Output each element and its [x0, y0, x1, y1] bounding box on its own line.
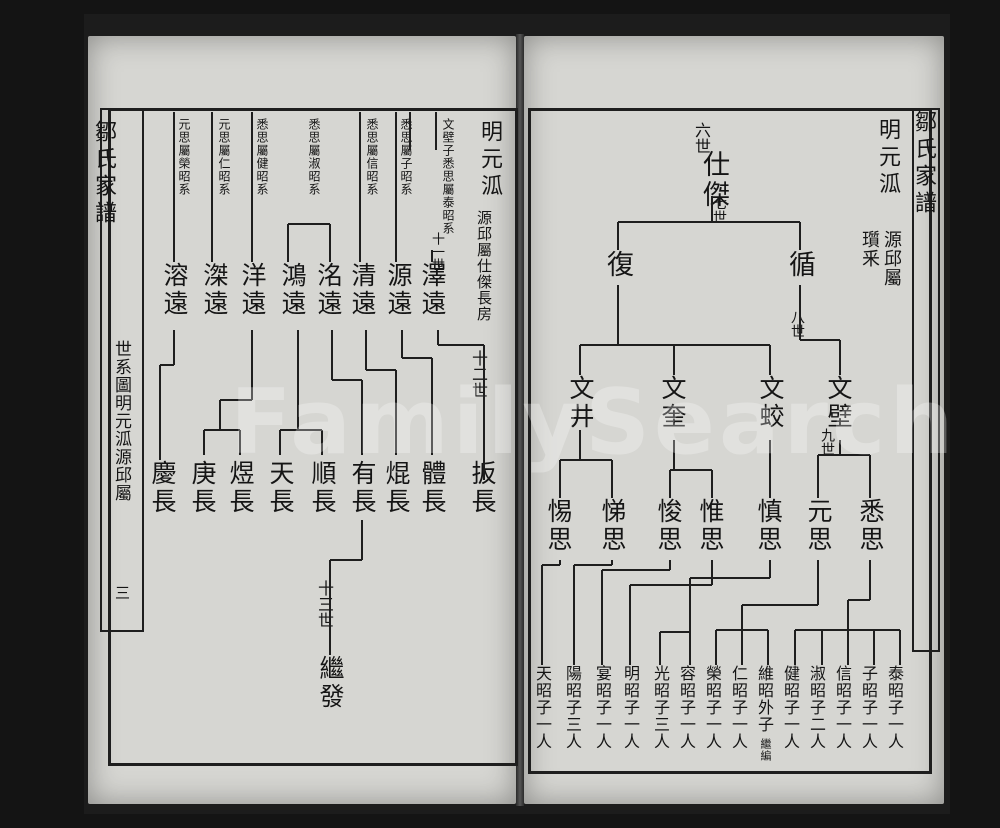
right-gen8-node-0: 文壁 [824, 375, 853, 431]
left-row2-node-0: 扳長 [468, 460, 497, 516]
left-row2-node-8: 慶長 [148, 460, 177, 516]
right-footnote: 繼編 [759, 738, 772, 762]
left-row2-node-3: 有長 [348, 460, 377, 516]
right-gen8-node-3: 文井 [566, 375, 595, 431]
left-row1-node-3: 洺遠 [314, 262, 343, 318]
left-row2-node-2: 焜長 [382, 460, 411, 516]
right-gen9-node-1: 元思 [804, 498, 833, 554]
left-row2-node-6: 煜長 [226, 460, 255, 516]
right-gen10-node-4: 健昭子一人 [781, 665, 800, 750]
right-gen10-node-12: 陽昭子三人 [563, 665, 582, 750]
right-gen8-node-2: 文奎 [658, 375, 687, 431]
left-note-4: 悉思屬健昭系 [255, 118, 269, 196]
left-row3-node-0: 繼發 [316, 655, 345, 711]
left-row2-node-4: 順長 [308, 460, 337, 516]
right-gen10-node-9: 光昭子三人 [651, 665, 670, 750]
left-spine-text: 世系圖明元泒源邱屬 [111, 340, 131, 502]
right-header-sub2: 瓆釆 [859, 230, 880, 268]
left-row1-node-2: 清遠 [348, 262, 377, 318]
right-gen10-node-3: 淑昭子二人 [807, 665, 826, 750]
right-gen10-node-11: 宴昭子一人 [593, 665, 612, 750]
left-header-sub: 源邱屬仕傑長房 [475, 210, 493, 322]
left-row1-node-0: 澤遠 [418, 262, 447, 318]
right-page-frame [528, 108, 932, 774]
right-gen-8: 八世 [789, 310, 805, 338]
left-row1-node-5: 洋遠 [238, 262, 267, 318]
right-gen8-node-1: 文蛟 [756, 375, 785, 431]
right-gen10-node-6: 仁昭子一人 [729, 665, 748, 750]
right-gen9-node-2: 慎思 [754, 498, 783, 554]
left-note-6: 元思屬榮昭系 [177, 118, 191, 196]
left-note-0: 文壁子悉思屬泰昭系 [441, 118, 455, 235]
left-row2-node-5: 天長 [266, 460, 295, 516]
right-page [524, 36, 944, 804]
right-spine-title: 鄒氏家譜 [911, 110, 936, 218]
right-gen10-node-8: 容昭子一人 [677, 665, 696, 750]
left-spine-frame [100, 108, 144, 632]
book-gutter [516, 34, 524, 806]
left-row1-node-4: 鴻遠 [278, 262, 307, 318]
left-spine-title: 鄒氏家譜 [91, 120, 116, 228]
right-header-sub: 源邱屬 [881, 230, 902, 287]
right-gen-6: 六世 [692, 122, 711, 154]
right-spine-frame [912, 108, 940, 652]
right-gen10-node-5: 維昭外子 [755, 665, 774, 733]
left-row1-node-6: 滐遠 [200, 262, 229, 318]
right-gen9-node-0: 悉思 [856, 498, 885, 554]
right-gen7-node-1: 復 [602, 250, 633, 280]
right-root-node: 仕傑 [698, 150, 729, 210]
left-row1-node-1: 源遠 [384, 262, 413, 318]
right-gen7-node-0: 循 [784, 250, 815, 280]
left-note-3: 悉思屬淑昭系 [307, 118, 321, 196]
right-gen10-node-13: 天昭子一人 [533, 665, 552, 750]
right-gen10-node-0: 泰昭子一人 [885, 665, 904, 750]
right-header-title: 明元泒 [875, 118, 900, 199]
left-row2-node-1: 體長 [418, 460, 447, 516]
left-page-frame [108, 108, 518, 766]
right-gen10-node-7: 榮昭子一人 [703, 665, 722, 750]
left-row1-node-7: 溶遠 [160, 262, 189, 318]
left-gen-13: 十三世 [315, 580, 334, 628]
watermark-familysearch: FamilySearch [230, 370, 958, 475]
left-header-title: 明元泒 [477, 120, 502, 201]
left-row2-node-7: 庚長 [188, 460, 217, 516]
left-note-5: 元思屬仁昭系 [217, 118, 231, 196]
left-page-number: 三 [113, 585, 131, 601]
right-gen9-node-5: 悌思 [598, 498, 627, 554]
left-note-1: 悉思屬子昭系 [399, 118, 413, 196]
right-gen10-node-2: 信昭子一人 [833, 665, 852, 750]
right-gen10-node-10: 明昭子一人 [621, 665, 640, 750]
right-gen10-node-1: 子昭子一人 [859, 665, 878, 750]
right-gen9-node-6: 惕思 [544, 498, 573, 554]
right-gen-7: 七世 [711, 196, 727, 224]
left-note-2: 悉思屬信昭系 [365, 118, 379, 196]
right-gen-9: 九世 [819, 428, 835, 456]
right-gen9-node-3: 惟思 [696, 498, 725, 554]
right-gen9-node-4: 悛思 [654, 498, 683, 554]
